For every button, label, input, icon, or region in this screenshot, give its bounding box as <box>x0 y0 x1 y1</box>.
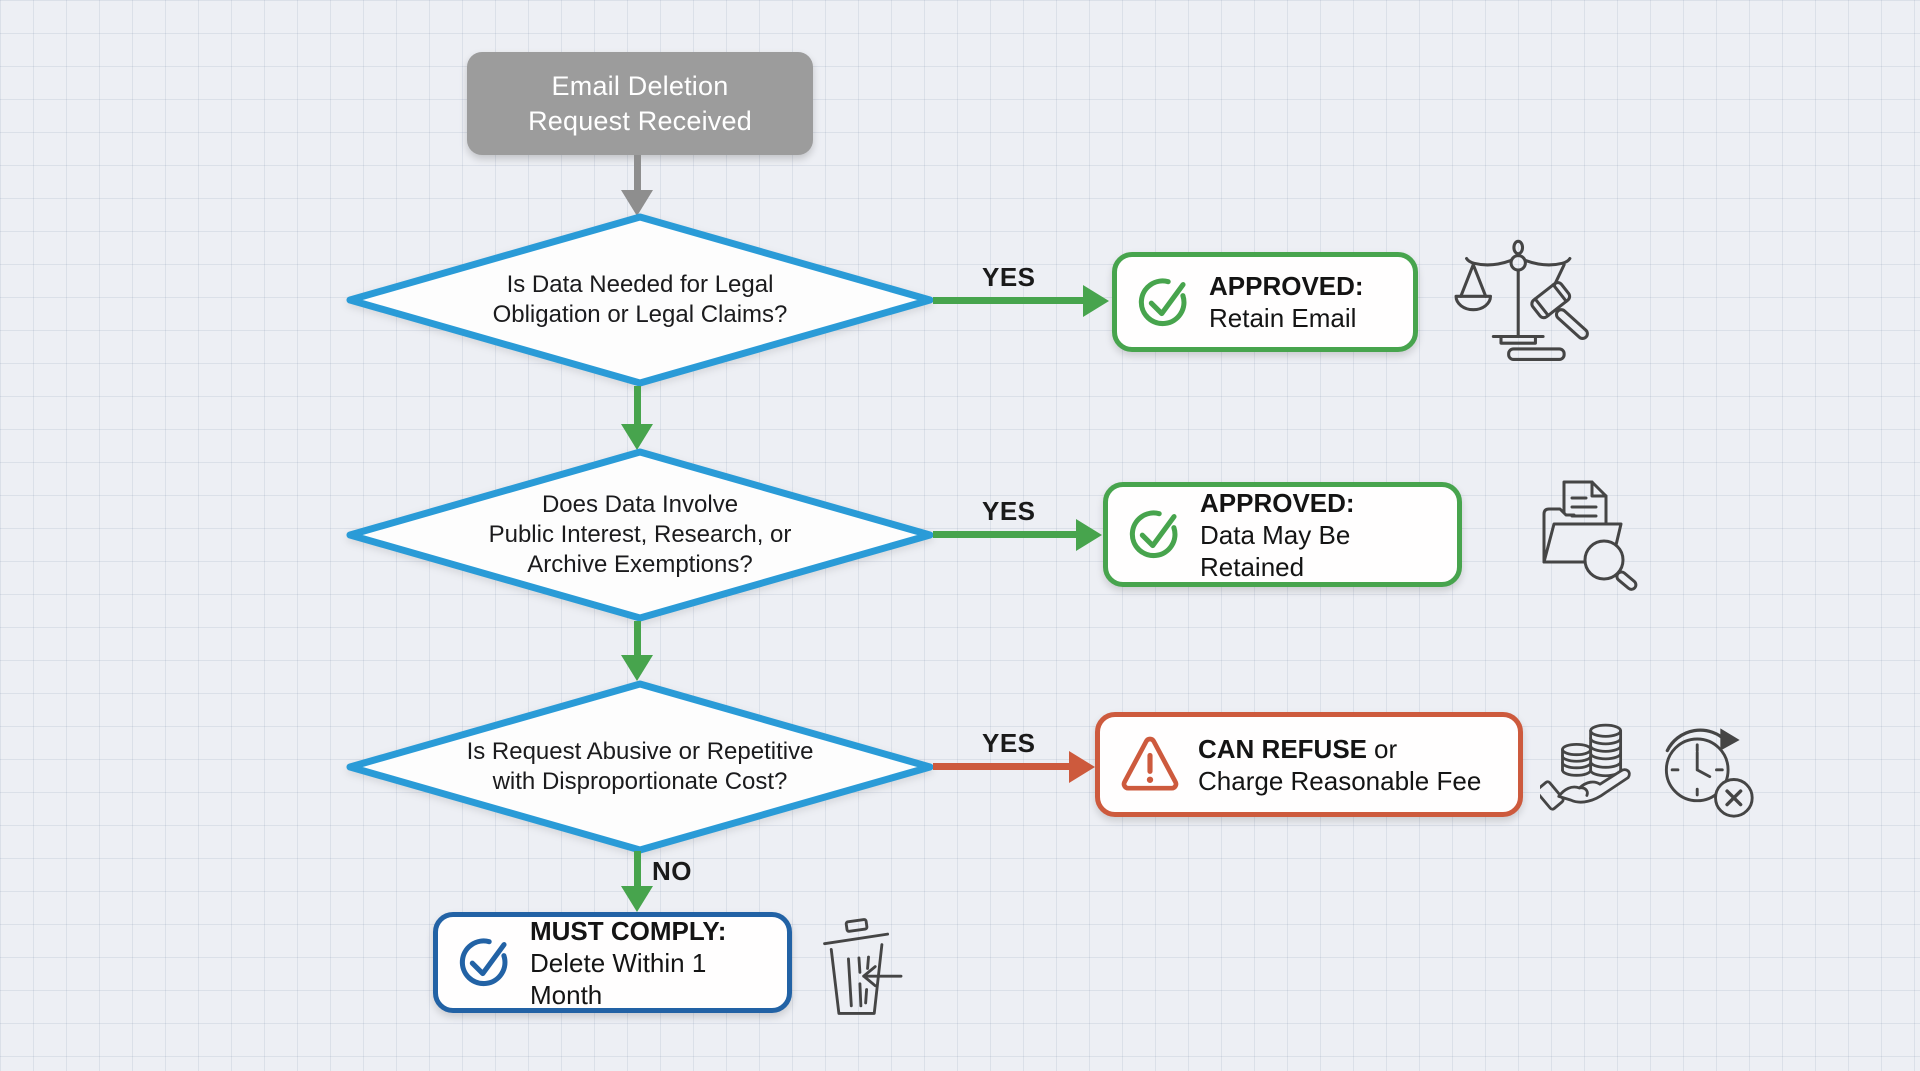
outcome-retain-data-text: APPROVED: Data May Be Retained <box>1200 487 1443 583</box>
arrow-exemptions-no-shaft <box>634 621 641 661</box>
decision-exemptions-line2: Public Interest, Research, or <box>488 521 792 548</box>
edge-label-abusive-no: NO <box>652 856 692 886</box>
decision-exemptions-line1: Does Data Involve <box>541 491 739 518</box>
decision-abusive-line1: Is Request Abusive or Repetitive <box>466 738 814 765</box>
decision-legal-line2: Obligation or Legal Claims? <box>492 301 788 328</box>
check-circle-icon <box>1126 503 1184 566</box>
decision-legal-text: Is Data Needed for Legal Obligation or L… <box>345 212 935 388</box>
arrow-exemptions-yes-shaft <box>933 531 1078 538</box>
decision-diamond-shape <box>346 680 934 854</box>
outcome-retain-email-title: APPROVED: <box>1209 271 1364 301</box>
decision-exemptions-text: Does Data Involve Public Interest, Resea… <box>345 447 935 623</box>
arrow-legal-yes-head <box>1083 285 1109 317</box>
outcome-retain-email-text: APPROVED: Retain Email <box>1209 270 1364 334</box>
decision-diamond-shape <box>346 213 934 387</box>
scales-gavel-icon <box>1448 237 1598 369</box>
edge-label-legal-yes: YES <box>982 262 1036 292</box>
outcome-retain-email: APPROVED: Retain Email <box>1112 252 1418 352</box>
arrow-abusive-yes-shaft <box>933 763 1071 770</box>
decision-legal-obligation: Is Data Needed for Legal Obligation or L… <box>345 212 935 388</box>
arrow-start-to-legal-head <box>621 190 653 216</box>
warning-triangle-icon <box>1118 733 1182 796</box>
arrow-exemptions-yes-head <box>1076 519 1102 551</box>
check-circle-icon <box>1135 271 1193 334</box>
decision-diamond-shape <box>346 448 934 622</box>
outcome-comply-text: MUST COMPLY: Delete Within 1 Month <box>530 915 773 1011</box>
edge-label-exemptions-yes: YES <box>982 496 1036 526</box>
decision-exemptions-line3: Archive Exemptions? <box>527 551 753 578</box>
arrow-abusive-no-head <box>621 886 653 912</box>
coins-hand-icon <box>1540 712 1645 817</box>
decision-abusive-line2: with Disproportionate Cost? <box>492 768 788 795</box>
arrow-legal-no-shaft <box>634 386 641 428</box>
outcome-retain-data: APPROVED: Data May Be Retained <box>1103 482 1462 587</box>
start-node-line1: Email Deletion <box>551 70 729 101</box>
decision-exemptions: Does Data Involve Public Interest, Resea… <box>345 447 935 623</box>
edge-label-abusive-yes: YES <box>982 728 1036 758</box>
outcome-refuse-title-suffix: or <box>1374 733 1398 764</box>
arrow-abusive-yes-head <box>1069 751 1095 783</box>
decision-abusive: Is Request Abusive or Repetitive with Di… <box>345 679 935 855</box>
start-node-line2: Request Received <box>528 105 752 136</box>
outcome-comply: MUST COMPLY: Delete Within 1 Month <box>433 912 792 1013</box>
check-circle-icon <box>456 931 514 994</box>
arrow-legal-no-head <box>621 424 653 450</box>
outcome-retain-data-title: APPROVED: <box>1200 487 1355 518</box>
arrow-exemptions-no-head <box>621 655 653 681</box>
outcome-refuse-title-bold: CAN REFUSE <box>1198 733 1368 764</box>
clock-cancel-icon <box>1648 712 1758 820</box>
outcome-retain-email-subtitle: Retain Email <box>1209 303 1357 333</box>
arrow-start-to-legal-shaft <box>634 155 641 193</box>
outcome-retain-data-subtitle: Data May Be Retained <box>1200 519 1351 582</box>
outcome-refuse-subtitle: Charge Reasonable Fee <box>1198 765 1482 796</box>
trash-delete-icon <box>812 915 904 1022</box>
outcome-comply-title: MUST COMPLY: <box>530 915 727 946</box>
arrow-legal-yes-shaft <box>933 297 1085 304</box>
decision-abusive-text: Is Request Abusive or Repetitive with Di… <box>345 679 935 855</box>
arrow-abusive-no-shaft <box>634 851 641 891</box>
folder-search-icon <box>1528 468 1646 596</box>
start-node: Email Deletion Request Received <box>467 52 813 155</box>
decision-legal-line1: Is Data Needed for Legal <box>506 271 774 298</box>
outcome-comply-subtitle: Delete Within 1 Month <box>530 947 707 1010</box>
